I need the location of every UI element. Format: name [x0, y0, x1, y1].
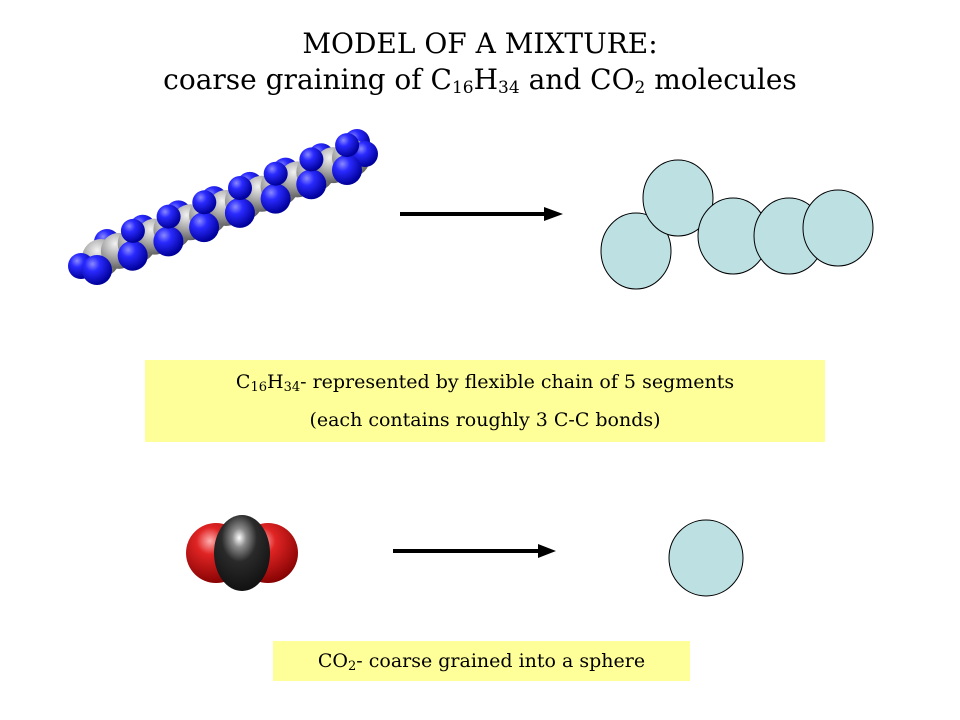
hydrogen-atom [224, 197, 255, 228]
hydrogen-atom [117, 240, 148, 271]
chain-segment-5 [802, 189, 874, 267]
hydrogen-atom [82, 255, 112, 285]
hydrogen-atom [263, 161, 288, 186]
hydrogen-atom [120, 218, 145, 243]
title-line-2: coarse graining of C16H34 and CO2 molecu… [163, 63, 797, 98]
coarse-grained-chain [600, 159, 874, 290]
chain-segment-1 [600, 212, 672, 290]
slide-title: MODEL OF A MIXTURE: coarse graining of C… [0, 26, 960, 98]
hydrogen-atom [260, 183, 291, 214]
hydrogen-atom [299, 147, 324, 172]
co2-caption-text: CO2- coarse grained into a sphere [317, 650, 646, 674]
hydrogen-atom [189, 212, 220, 243]
hydrogen-atom [156, 204, 181, 229]
carbon-atom [214, 515, 270, 591]
hydrogen-atom [296, 169, 327, 200]
hydrogen-atom [332, 155, 362, 185]
hexadecane-molecule-model [68, 129, 378, 285]
coarse-grained-sphere [668, 519, 744, 597]
co2-caption-box: CO2- coarse grained into a sphere [273, 641, 690, 681]
hexadecane-caption-line-1: C16H34- represented by flexible chain of… [235, 371, 735, 395]
hydrogen-atom [153, 226, 184, 257]
hydrogen-atom [192, 190, 217, 215]
hydrogen-atom [335, 133, 360, 158]
co2-molecule-model [186, 515, 298, 591]
title-line-1: MODEL OF A MIXTURE: [302, 27, 658, 60]
hydrogen-atom [228, 176, 252, 200]
hexadecane-caption-box: C16H34- represented by flexible chain of… [145, 360, 825, 442]
arrow-right-icon [393, 544, 556, 558]
arrow-right-icon [400, 207, 563, 221]
chain-segment-2 [642, 159, 714, 237]
hexadecane-caption-line-2: (each contains roughly 3 C-C bonds) [309, 409, 661, 431]
